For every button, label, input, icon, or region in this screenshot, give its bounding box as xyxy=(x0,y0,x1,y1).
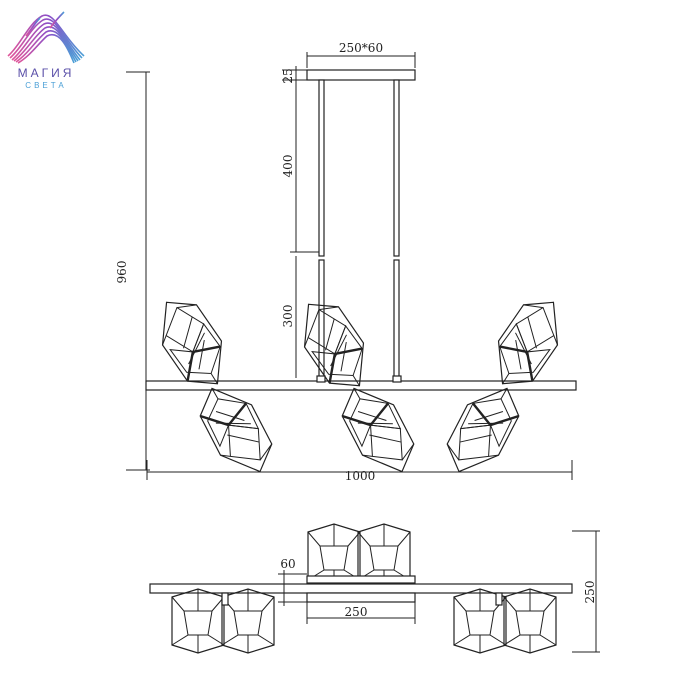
canopy-dim-label: 250*60 xyxy=(339,41,383,55)
canopy-height-label: 25 xyxy=(281,68,295,83)
crystal-shade-left-lower xyxy=(188,374,284,486)
top-shade-lower-right-b xyxy=(503,588,557,654)
logo-wave-icon xyxy=(7,11,85,64)
top-bar xyxy=(149,583,573,594)
bar-width-label: 1000 xyxy=(345,469,376,483)
crystal-shade-right-lower xyxy=(435,374,531,486)
canopy-width-label: 250 xyxy=(345,605,368,619)
main-bar xyxy=(145,380,577,391)
depth-label: 250 xyxy=(583,581,597,604)
top-shade-lower-left-b xyxy=(221,588,275,654)
logo-name: МАГИЯ xyxy=(17,66,75,80)
total-height-label: 960 xyxy=(115,261,129,284)
bar-offset-label: 60 xyxy=(280,557,295,571)
suspension-rods xyxy=(318,79,400,379)
canopy xyxy=(306,69,416,81)
rod-upper-label: 400 xyxy=(281,155,295,178)
top-view: 60 250 250 xyxy=(149,523,600,654)
front-view: 250*60 25 400 300 960 xyxy=(115,41,577,486)
logo-subtitle: СВЕТА xyxy=(25,81,67,90)
top-shade-lower-left-a xyxy=(171,588,225,654)
rod-lower-label: 300 xyxy=(281,305,295,328)
